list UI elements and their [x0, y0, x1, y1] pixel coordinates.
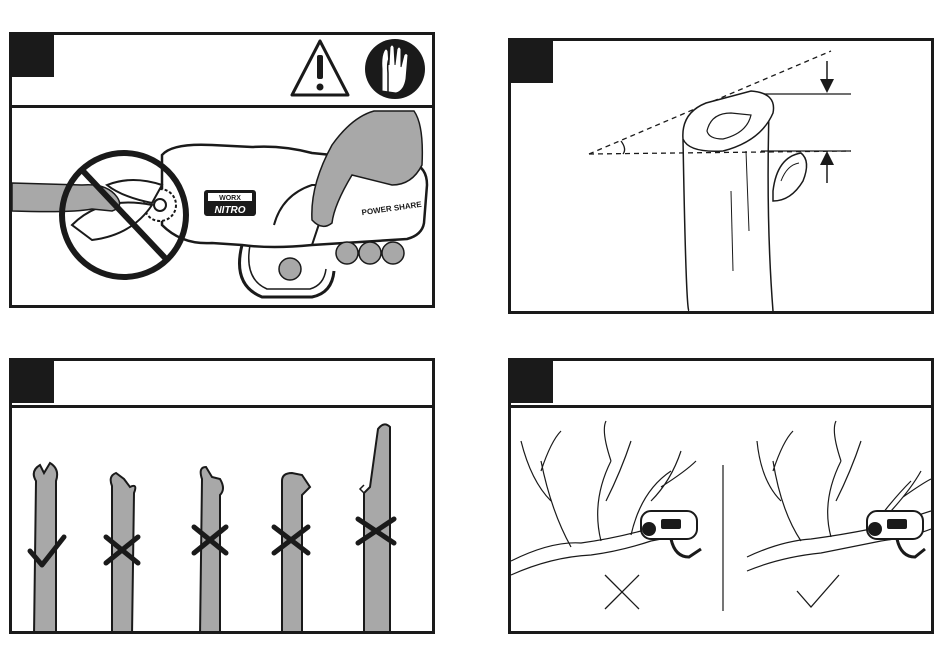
branch-left [511, 421, 696, 575]
check-mark [797, 575, 839, 607]
pruner-tool-right [867, 511, 925, 557]
branch-right [747, 421, 931, 571]
panel-safety-grip: WORX NITRO POWER SHARE [9, 32, 435, 308]
panel-cut-examples [9, 358, 435, 634]
panel-branch-positioning [508, 358, 934, 634]
gloves-icon [365, 39, 425, 99]
panel4-illustration [511, 361, 931, 631]
panel2-illustration [511, 41, 931, 311]
pruner-tool-left [641, 511, 701, 557]
panel3-illustration [12, 361, 432, 631]
arrow-up-icon [820, 151, 834, 183]
warning-triangle-icon [292, 41, 348, 95]
branch-stub [683, 91, 807, 311]
panel1-illustration: WORX NITRO POWER SHARE [12, 35, 432, 305]
arrow-down-icon [820, 61, 834, 93]
tool-brand-label: WORX [219, 195, 241, 202]
panel-cut-angle [508, 38, 934, 314]
tool-model-label: NITRO [214, 205, 245, 216]
cross-mark [605, 575, 639, 609]
